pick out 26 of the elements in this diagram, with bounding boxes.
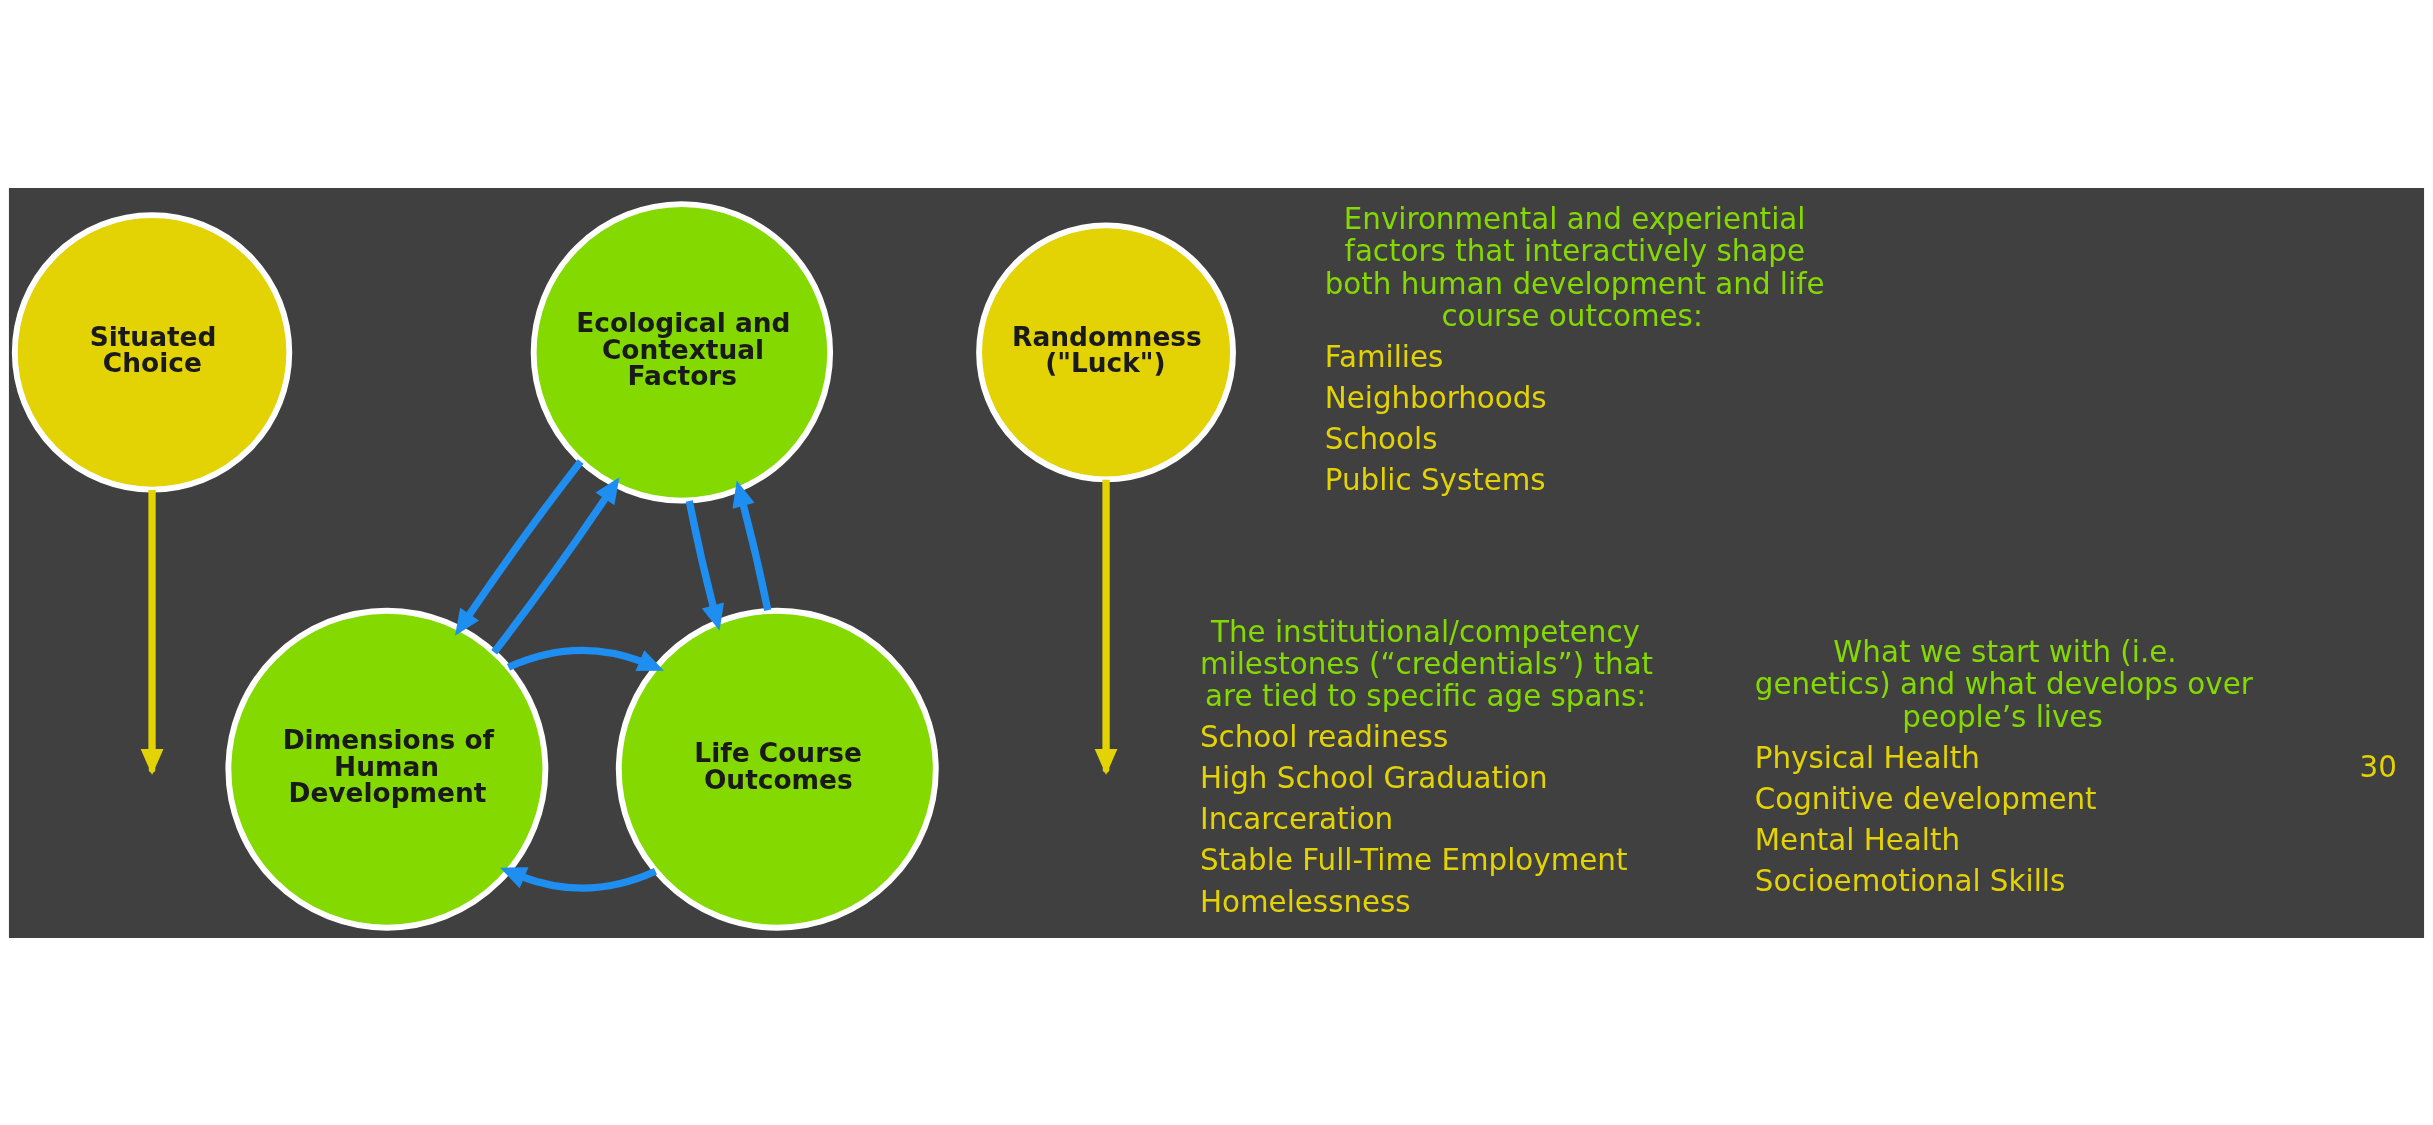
node-circle: Situated Choice [11, 211, 293, 493]
label: Environmental and experiential factors that interactively shape both human development and life course outcomes: [1324, 201, 1825, 333]
label: Physical Health [1754, 740, 1980, 775]
arrow [491, 476, 620, 655]
label: Incarceration [1199, 801, 1394, 836]
arrow [455, 458, 584, 636]
arrow [500, 866, 657, 892]
arrow [732, 480, 772, 611]
label: Cognitive development [1754, 781, 2097, 816]
node-circle: Life Course Outcomes [615, 607, 939, 931]
label: High School Graduation [1199, 760, 1548, 795]
label: School readiness [1199, 719, 1449, 754]
node-circle: Randomness ("Luck") [976, 222, 1236, 482]
label: Schools [1324, 421, 1438, 456]
label: Stable Full-Time Employment [1199, 842, 1628, 877]
label: What we start with (i.e. genetics) and what develops over people’s lives [1754, 634, 2253, 734]
label: Public Systems [1324, 462, 1546, 497]
arrow [685, 499, 724, 631]
label: Families [1324, 339, 1444, 374]
label: Socioemotional Skills [1754, 863, 2066, 898]
label: 30 [2359, 749, 2397, 784]
label: Mental Health [1754, 822, 1961, 857]
label: Neighborhoods [1324, 380, 1547, 415]
label: Homelessness [1199, 884, 1411, 919]
label: The institutional/competency milestones (“credentials”) that are tied to specific age spans: [1199, 614, 1654, 713]
arrow [507, 646, 664, 671]
